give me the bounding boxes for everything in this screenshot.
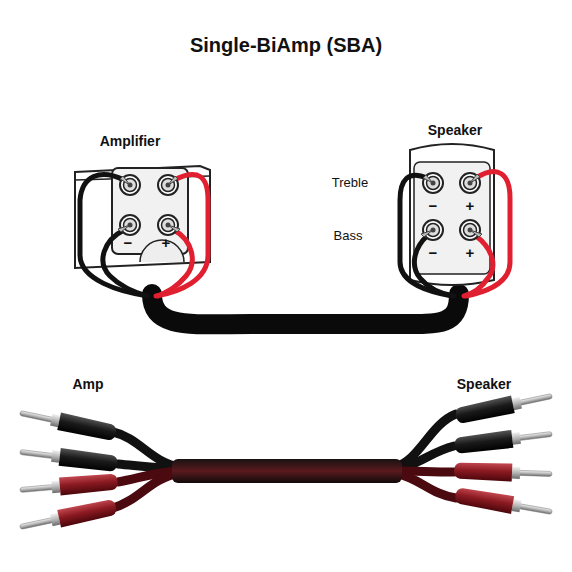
cable-wires: [113, 414, 456, 508]
cable-bundle: [172, 459, 402, 483]
speaker-cable: [152, 294, 459, 324]
polarity-sign: +: [162, 234, 171, 251]
polarity-sign: +: [466, 244, 475, 261]
polarity-sign: −: [429, 197, 438, 214]
speaker-drawing: [410, 144, 494, 285]
component-heading: Speaker: [428, 122, 482, 138]
diagram-title: Single-BiAmp (SBA): [190, 34, 382, 57]
polarity-sign: −: [429, 244, 438, 261]
polarity-sign: −: [124, 234, 133, 251]
amp-wires: [80, 174, 208, 296]
end-label: Amp: [72, 376, 103, 392]
speaker-wires: [400, 172, 510, 296]
polarity-sign: +: [466, 197, 475, 214]
speaker-node: Speaker−+−+: [398, 140, 514, 290]
band-label: Bass: [334, 229, 363, 244]
banana-plugs: [18, 387, 554, 536]
band-label: Treble: [332, 176, 368, 191]
binding-posts: [120, 173, 480, 240]
amplifier-node: Amplifier−+: [72, 160, 214, 290]
component-heading: Amplifier: [100, 133, 161, 149]
spade-lugs: [118, 174, 482, 237]
end-label: Speaker: [457, 376, 511, 392]
